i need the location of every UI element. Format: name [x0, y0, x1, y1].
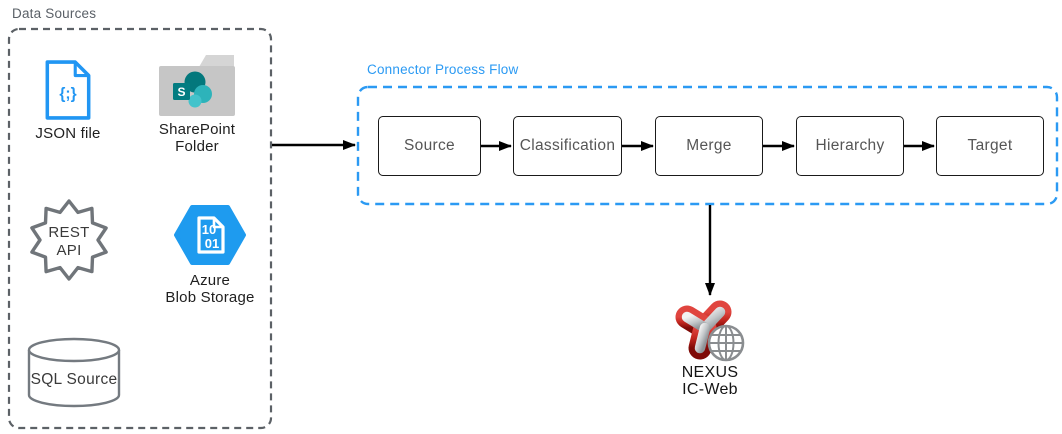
nexus-globe: [707, 324, 745, 362]
flow-step-source: Source: [378, 116, 481, 176]
flow-step-merge: Merge: [655, 116, 763, 176]
data-sources-title: Data Sources: [12, 6, 97, 21]
data-source-sql: SQL Source: [26, 337, 122, 408]
nexus-ic-web-label: NEXUS IC-Web: [681, 364, 739, 398]
sql-source-label: SQL Source: [31, 371, 118, 388]
azure-blob-label: Azure Blob Storage: [165, 272, 255, 306]
rest-api-label-line1: REST: [48, 224, 89, 241]
json-glyph: {;}: [59, 85, 76, 102]
process-flow-title: Connector Process Flow: [367, 62, 519, 77]
nexus-ic-web-logo-icon: [675, 300, 745, 362]
sharepoint-label: SharePoint Folder: [158, 121, 236, 155]
data-source-rest-api: REST API: [27, 198, 111, 283]
data-source-json-file: {;} JSON file: [14, 60, 122, 142]
sharepoint-folder-icon: S: [159, 55, 235, 116]
azure-doc-digits-line1: 10: [202, 222, 216, 237]
azure-blob-storage-icon: 10 01: [174, 205, 246, 265]
rest-api-label-line2: API: [56, 242, 81, 259]
sql-database-icon: SQL Source: [27, 337, 121, 408]
data-source-azure-blob: 10 01 Azure Blob Storage: [160, 203, 260, 306]
azure-doc-digits-line2: 01: [205, 236, 219, 251]
data-source-sharepoint: S SharePoint Folder: [152, 54, 242, 155]
flow-step-classification: Classification: [513, 116, 622, 176]
sharepoint-logo-letter: S: [177, 85, 185, 99]
json-file-icon: {;}: [45, 60, 91, 120]
flow-step-target: Target: [936, 116, 1044, 176]
json-file-label: JSON file: [35, 125, 101, 142]
nexus-red-triblob: [675, 300, 732, 360]
rest-api-gear-icon: REST API: [30, 199, 108, 281]
flow-step-hierarchy: Hierarchy: [796, 116, 904, 176]
